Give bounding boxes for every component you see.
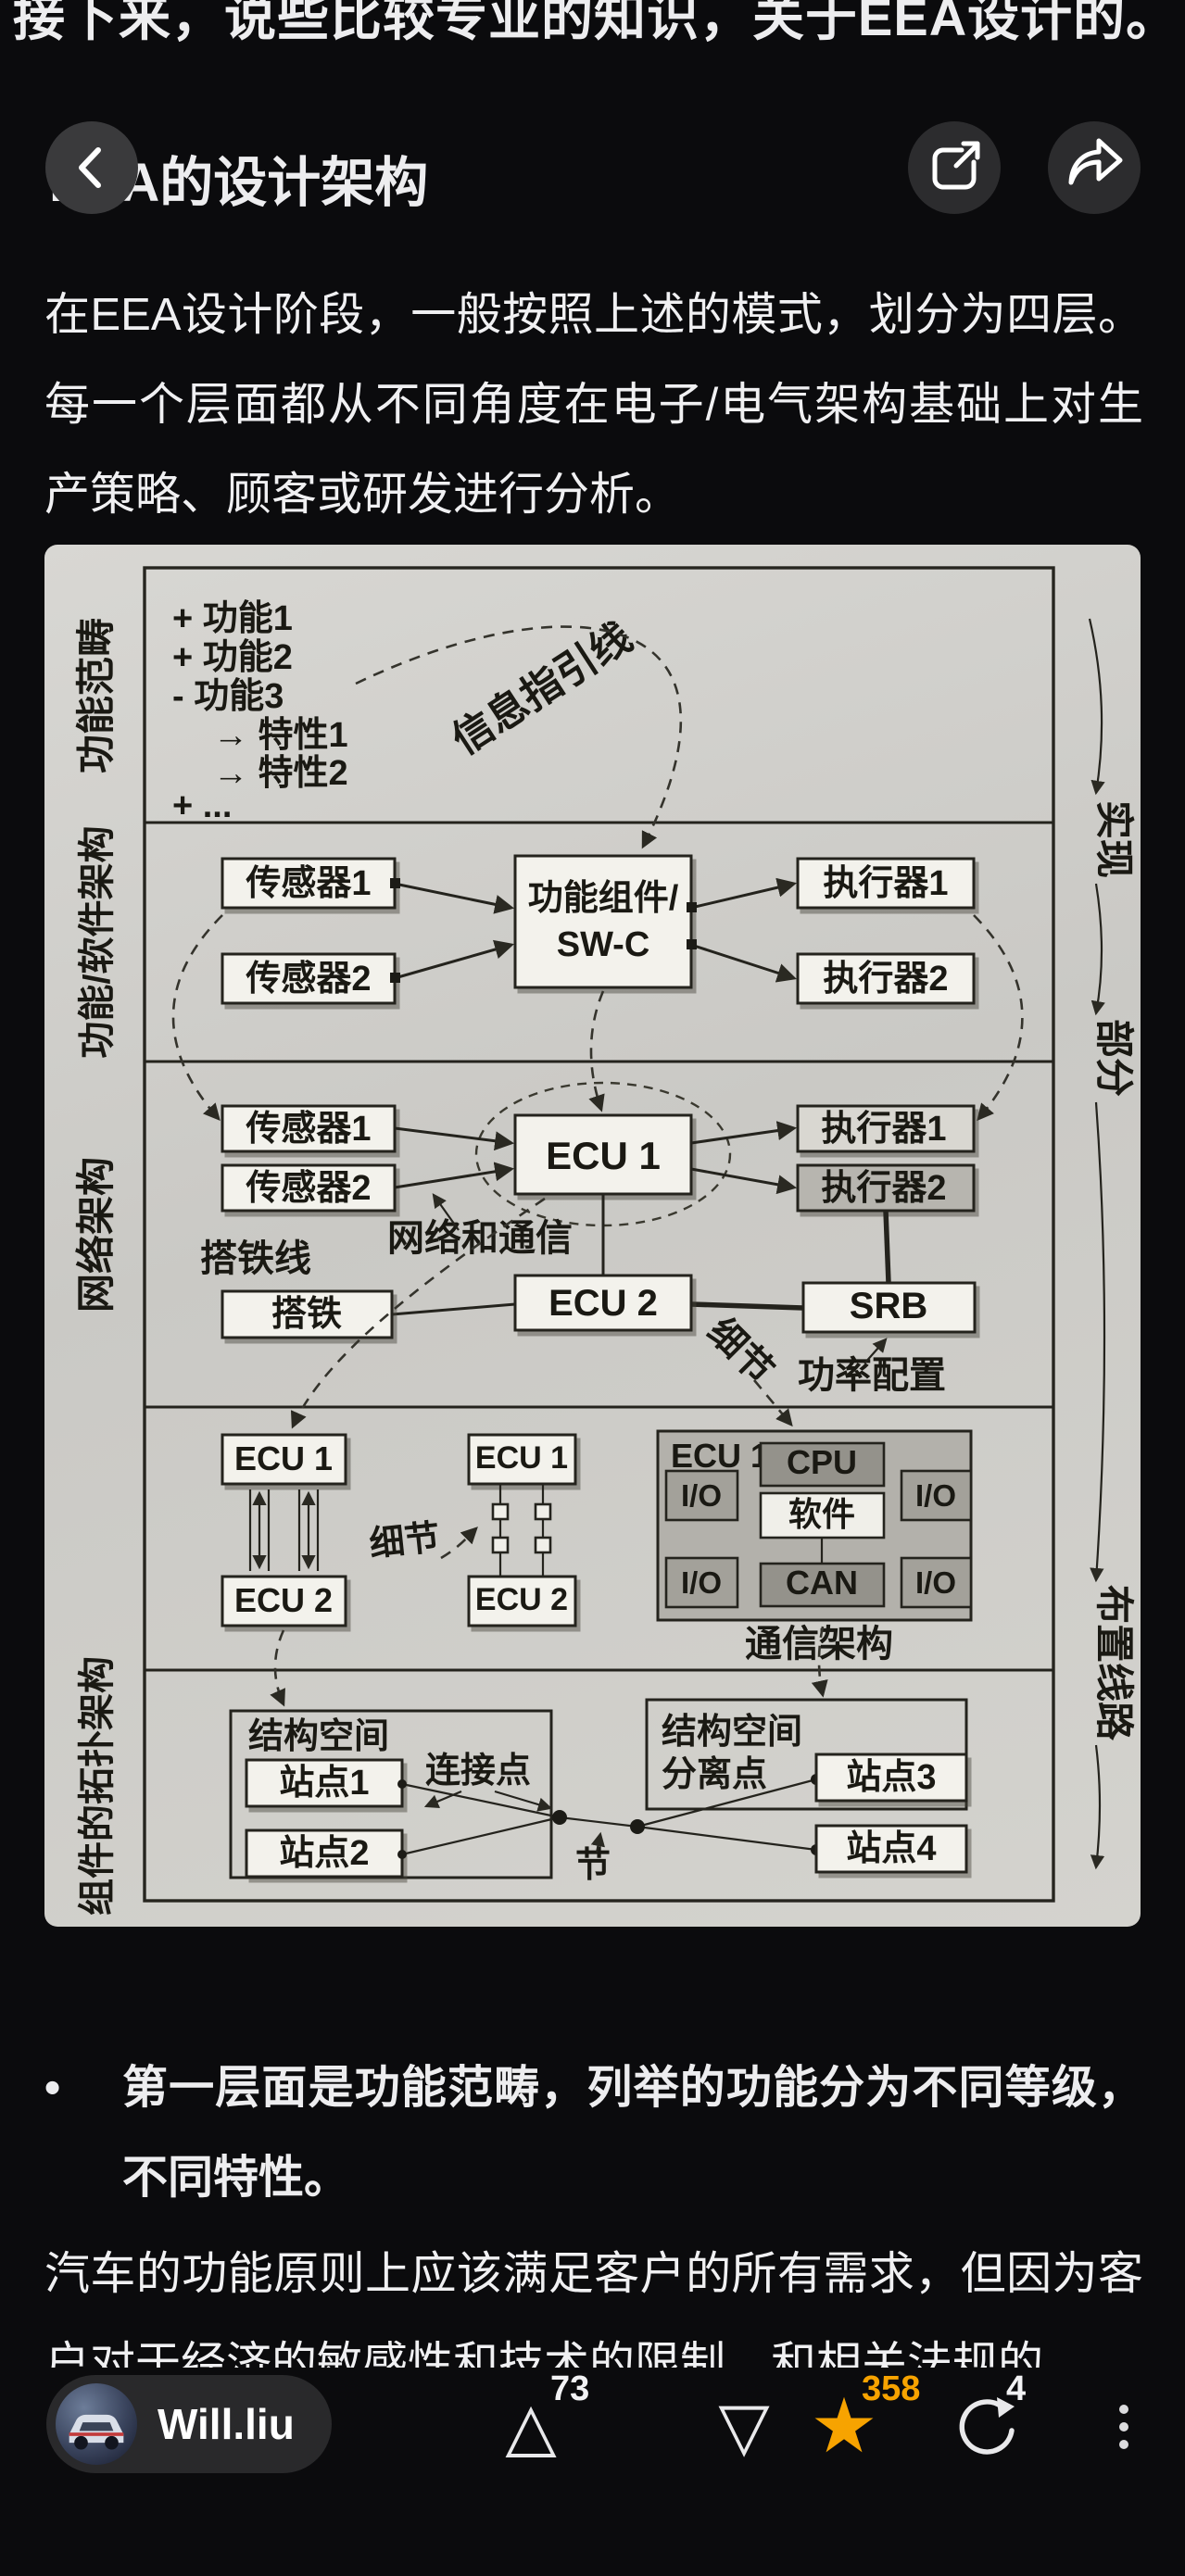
ground-wire-label: 搭铁线: [200, 1238, 311, 1279]
separation-space-label-1: 结构空间: [662, 1713, 802, 1752]
software-box: 软件: [788, 1495, 855, 1533]
upvote-count: 73: [550, 2369, 590, 2408]
junction-label: 节: [575, 1846, 611, 1885]
side-label-routing: 布置线路: [1092, 1585, 1136, 1741]
network-layer: 传感器1 传感器2 ECU 1 执行器1 执行器2: [200, 1081, 977, 1427]
repost-arrow-icon: [959, 2397, 1015, 2455]
node2-box: 站点2: [279, 1834, 369, 1873]
bottom-action-bar: Will.liu △ 73 ▽ ★ 358 4: [0, 2368, 1185, 2576]
net-ecu2: ECU 2: [548, 1283, 658, 1324]
power-config-label: 功率配置: [798, 1355, 946, 1396]
chevron-left-icon: [79, 147, 101, 188]
topology-layer: 结构空间 站点1 站点2 连接点: [229, 1698, 968, 1885]
net-actuator2: 执行器2: [821, 1169, 946, 1208]
svg-text:+ 功能1: + 功能1: [172, 599, 293, 638]
net-sensor1: 传感器1: [245, 1110, 371, 1149]
eea-diagram-image[interactable]: 功能范畴 功能/软件架构 网络架构 组件的拓扑架构 实现 部分 布置线路 + 功…: [44, 545, 1141, 1927]
downvote-triangle-icon: ▽: [718, 2390, 770, 2464]
svg-text:- 功能3: - 功能3: [172, 677, 284, 716]
article-paragraph-1: 在EEA设计阶段，一般按照上述的模式，划分为四层。每一个层面都从不同角度在电子/…: [44, 290, 1143, 520]
layer-label-sw-arch: 功能/软件架构: [77, 825, 118, 1058]
share-button[interactable]: [908, 121, 1001, 214]
back-button[interactable]: [45, 121, 138, 214]
net-sensor2: 传感器2: [245, 1169, 371, 1208]
more-dots-icon: [1119, 2405, 1128, 2449]
bullet-glyph: •: [44, 2063, 61, 2113]
side-label-realize: 实现: [1092, 800, 1136, 878]
net-actuator1: 执行器1: [821, 1110, 946, 1149]
upvote-triangle-icon: △: [505, 2390, 557, 2464]
structure-space-label: 结构空间: [248, 1717, 389, 1756]
like-heart-icon[interactable]: [1060, 1843, 1141, 1927]
svg-text:→ 特性2: → 特性2: [213, 754, 348, 793]
diagram-frame: [143, 566, 1055, 1903]
forward-button[interactable]: [1048, 121, 1141, 214]
layer-guide-curves-2: [270, 1197, 828, 1707]
car-avatar-image: [69, 2414, 124, 2450]
ground-box: 搭铁: [271, 1295, 342, 1334]
det-mid-ecu2: ECU 2: [475, 1582, 568, 1617]
side-arrows: [1088, 618, 1106, 1870]
det-left-ecu1: ECU 1: [234, 1439, 333, 1477]
avatar: [56, 2383, 137, 2465]
side-label-part: 部分: [1092, 1019, 1136, 1097]
detail-label-1: 细节: [700, 1311, 781, 1392]
sw-component-line2: SW-C: [557, 925, 650, 964]
function-list: + 功能1 + 功能2 - 功能3 → 特性1 → 特性2 + ...: [172, 599, 348, 825]
can-box: CAN: [786, 1564, 858, 1602]
io-box-2: I/O: [681, 1565, 722, 1600]
network-comm-label: 网络和通信: [387, 1217, 573, 1259]
more-button[interactable]: [1064, 2381, 1184, 2473]
sw-actuator2: 执行器2: [823, 960, 948, 999]
layer-label-topology-arch: 组件的拓扑架构: [77, 1656, 118, 1916]
bullet-item: • 第一层面是功能范畴，列举的功能分为不同等级，不同特性。: [44, 2043, 1143, 2223]
upvote-button[interactable]: △ 73: [471, 2369, 591, 2473]
svg-text:→ 特性1: → 特性1: [213, 716, 348, 755]
srb-box: SRB: [850, 1286, 927, 1326]
info-guide-curve: [355, 625, 683, 849]
detail-label-2: 细节: [368, 1518, 442, 1564]
node1-box: 站点1: [279, 1764, 369, 1803]
layer-label-function-scope: 功能范畴: [74, 618, 118, 773]
io-box-4: I/O: [915, 1565, 956, 1600]
bullet-text: 第一层面是功能范畴，列举的功能分为不同等级，不同特性。: [122, 2063, 1143, 2203]
sw-sensor1: 传感器1: [245, 864, 371, 903]
net-ecu1: ECU 1: [546, 1134, 661, 1177]
det-panel-ecu1: ECU 1: [671, 1437, 769, 1475]
io-box-3: I/O: [915, 1478, 956, 1513]
repost-count: 4: [1006, 2369, 1027, 2408]
intro-line: 接下来，说些比较专业的知识，关于EEA设计的。: [13, 0, 1179, 46]
repost-button[interactable]: 4: [927, 2369, 1047, 2473]
author-name: Will.liu: [158, 2400, 295, 2448]
io-box-1: I/O: [681, 1478, 722, 1513]
sw-sensor2: 传感器2: [245, 960, 371, 999]
forward-arrow-icon: [1068, 138, 1123, 185]
share-icon: [932, 141, 980, 190]
det-left-ecu2: ECU 2: [234, 1581, 333, 1619]
comm-arch-label: 通信架构: [745, 1624, 893, 1665]
separation-space-label-2: 分离点: [662, 1755, 767, 1794]
star-icon: ★: [810, 2384, 878, 2469]
favorite-button[interactable]: ★ 358: [784, 2369, 920, 2473]
detail-layer: ECU 1 ECU 2 细节 ECU 1 ECU 2: [221, 1429, 973, 1665]
info-guide-label: 信息指引线: [445, 614, 640, 763]
sw-layer: 传感器1 传感器2 功能组件/ SW-C 执行器1 执行器2: [221, 854, 976, 1005]
cpu-box: CPU: [787, 1443, 857, 1481]
det-mid-ecu1: ECU 1: [475, 1440, 568, 1476]
svg-text:+ 功能2: + 功能2: [172, 638, 293, 677]
connect-point-label: 连接点: [425, 1752, 531, 1791]
downvote-button[interactable]: ▽: [684, 2381, 804, 2473]
sw-actuator1: 执行器1: [823, 864, 948, 903]
node3-box: 站点3: [846, 1758, 936, 1797]
sw-component-line1: 功能组件/: [528, 879, 679, 918]
favorite-count: 358: [862, 2369, 921, 2408]
node4-box: 站点4: [846, 1829, 936, 1868]
eea-diagram: 功能范畴 功能/软件架构 网络架构 组件的拓扑架构 实现 部分 布置线路 + 功…: [74, 566, 1136, 1916]
layer-guide-curves-1: [171, 914, 1024, 1122]
svg-text:+ ...: + ...: [172, 786, 232, 825]
layer-label-network-arch: 网络架构: [74, 1157, 118, 1313]
author-chip[interactable]: Will.liu: [46, 2375, 332, 2473]
